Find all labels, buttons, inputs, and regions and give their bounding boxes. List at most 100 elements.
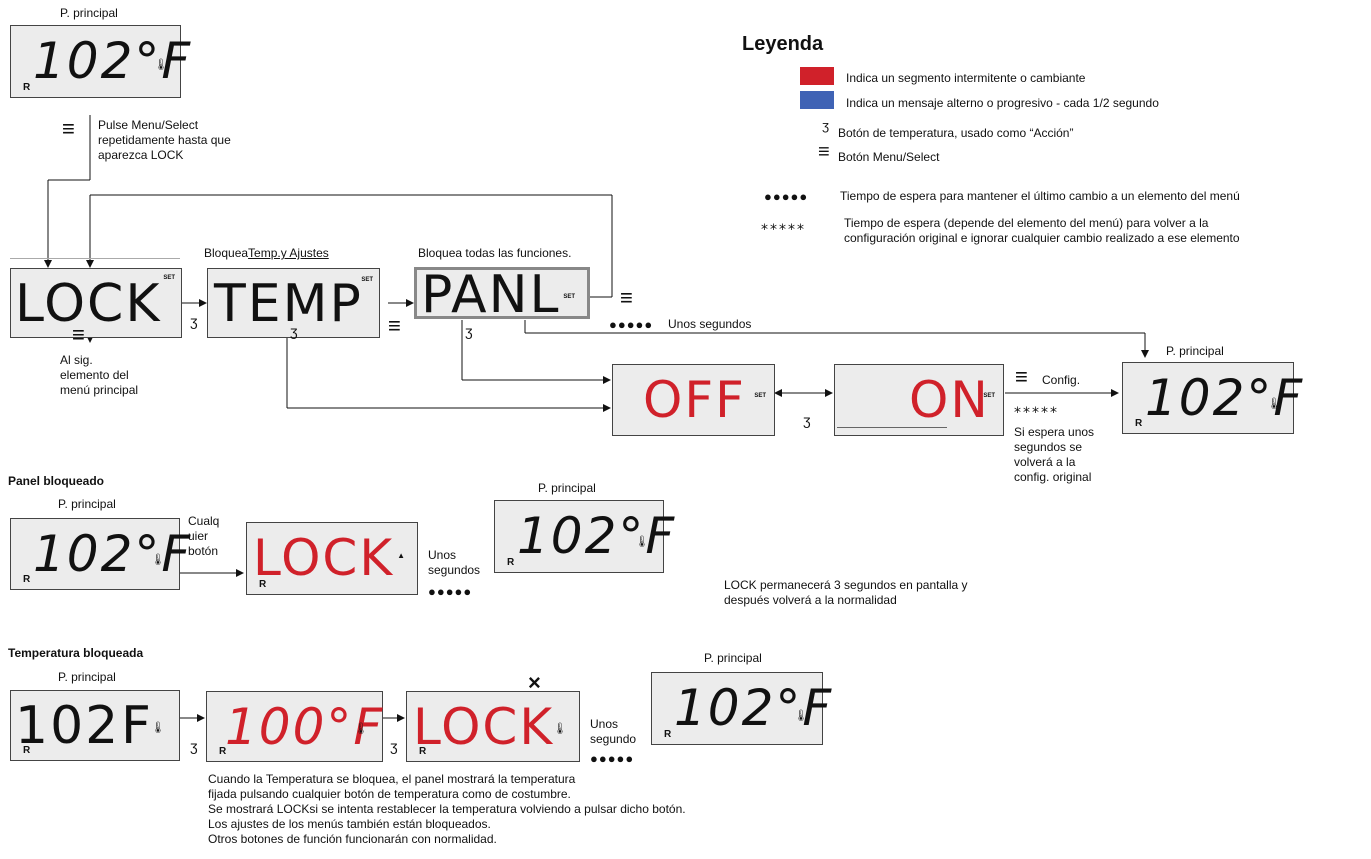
- legend-title: Leyenda: [742, 33, 824, 55]
- temp-button-icon: ʒ: [465, 323, 473, 339]
- wait-caption: Unos segundos: [428, 548, 481, 577]
- lcd-temp-readout: 102°F: [33, 32, 193, 90]
- menu-select-icon: ≡: [388, 313, 401, 338]
- temp-button-icon: ʒ: [822, 118, 830, 133]
- temp-button-icon: ʒ: [290, 323, 298, 339]
- off-text: OFF: [643, 371, 746, 429]
- panl-caption: Bloquea todas las funciones.: [418, 246, 572, 260]
- lcd-temp-readout: 102°F: [674, 679, 834, 737]
- thermometer-icon: 🌡: [635, 536, 649, 548]
- menu-select-icon: ≡: [1015, 364, 1028, 389]
- wait-caption: Unos segundo: [590, 717, 637, 746]
- wait-label: Unos segundos: [668, 317, 752, 331]
- next-item-caption: Al sig. elemento del menú principal: [60, 353, 139, 397]
- temp-caption: BloqueaTemp.y Ajustes: [204, 246, 329, 260]
- lcd-r-indicator: R: [23, 574, 31, 585]
- lcd-panl: PANL SET: [414, 265, 590, 325]
- lcd-lock: LOCK SET: [10, 268, 182, 338]
- menu-select-icon: ≡: [72, 322, 85, 347]
- revert-caption: Si espera unos segundos se volverá a la …: [1014, 425, 1095, 484]
- lcd-off: OFF SET: [612, 364, 775, 436]
- main-display-label-2: P. principal: [538, 481, 596, 495]
- menu-select-icon: ≡: [62, 116, 75, 141]
- main-display-label-2: P. principal: [704, 651, 762, 665]
- legend-red-swatch: [800, 67, 834, 85]
- lcd-temp-readout: 102°F: [1145, 369, 1305, 427]
- lcd-r-indicator: R: [219, 746, 227, 757]
- lock-text: LOCK: [253, 529, 395, 587]
- lcd-r-indicator: R: [23, 745, 31, 756]
- lock-text: LOCK: [15, 274, 162, 334]
- panel-locked-title: Panel bloqueado: [8, 474, 105, 488]
- legend-red-text: Indica un segmento intermitente o cambia…: [846, 71, 1086, 85]
- lcd-r-indicator: R: [23, 82, 31, 93]
- stars-symbol: *****: [1014, 405, 1059, 421]
- legend-blue-text: Indica un mensaje alterno o progresivo -…: [846, 96, 1159, 110]
- temp-text: TEMP: [214, 274, 363, 334]
- lcd-r-indicator: R: [259, 579, 267, 590]
- thermometer-icon: 🌡: [154, 59, 168, 71]
- legend-stars-text: Tiempo de espera (depende del elemento d…: [844, 216, 1240, 245]
- main-display-label: P. principal: [58, 670, 116, 684]
- underline: [837, 427, 947, 428]
- legend-blue-swatch: [800, 91, 834, 109]
- temp-button-icon: ʒ: [190, 313, 198, 329]
- on-text: ON: [909, 371, 990, 429]
- temp-button-icon: ʒ: [190, 738, 198, 754]
- main-display-label: P. principal: [60, 6, 118, 20]
- thermometer-icon: 🌡: [553, 723, 567, 735]
- menu-select-icon: ≡: [620, 285, 633, 310]
- lcd-temp-readout: 102°F: [33, 525, 193, 583]
- lcd-right-main: 102°F R 🌡: [1122, 362, 1302, 434]
- dots-symbol: ●●●●●: [764, 189, 809, 204]
- set-indicator: SET: [754, 393, 766, 399]
- legend-dots-text: Tiempo de espera para mantener el último…: [840, 189, 1240, 203]
- menu-instruction: Pulse Menu/Select repetidamente hasta qu…: [98, 118, 231, 162]
- right-main-label: P. principal: [1166, 344, 1224, 358]
- lcd-temp-readout: 102°F: [517, 507, 677, 565]
- lcd-on: ON SET: [834, 364, 1004, 436]
- thermometer-icon: 🌡: [1267, 398, 1281, 410]
- temp-button-icon: ʒ: [390, 738, 398, 754]
- dots-symbol: ●●●●●: [590, 751, 635, 766]
- thermometer-icon: 🌡: [151, 722, 165, 734]
- set-indicator: SET: [361, 277, 373, 283]
- set-indicator: SET: [163, 275, 175, 281]
- thermometer-icon: 🌡: [794, 710, 808, 722]
- lcd-r-indicator: R: [507, 557, 515, 568]
- lcd-lock-red: LOCK R ▲: [246, 522, 418, 595]
- lcd-r-indicator: R: [664, 729, 672, 740]
- lcd-main-display: 102°F R 🌡: [10, 25, 190, 98]
- panl-text: PANL: [421, 265, 561, 325]
- up-arrow-icon: ▲: [397, 551, 405, 560]
- menu-select-icon: ≡: [818, 141, 830, 163]
- temp-locked-note: Cuando la Temperatura se bloquea, el pan…: [208, 772, 686, 846]
- set-indicator: SET: [983, 393, 995, 399]
- divider-line: [10, 258, 180, 259]
- panel-locked-note: LOCK permanecerá 3 segundos en pantalla …: [724, 578, 968, 607]
- lock-text: LOCK: [413, 698, 555, 756]
- main-display-label: P. principal: [58, 497, 116, 511]
- lcd-temp: TEMP SET: [207, 268, 380, 338]
- temp-locked-title: Temperatura bloqueada: [8, 646, 144, 660]
- lcd-set-temp: 100°F R 🌡: [206, 691, 383, 762]
- lcd-lock-red: LOCK R 🌡: [406, 691, 580, 762]
- dots-symbol: ●●●●●: [428, 584, 473, 599]
- legend-temp-button-text: Botón de temperatura, usado como “Acción…: [838, 126, 1074, 140]
- thermometer-icon: 🌡: [354, 723, 368, 735]
- dots-symbol: ●●●●●: [609, 317, 654, 332]
- plain-temp: 102: [15, 696, 121, 756]
- lcd-main-display: 102°F R 🌡: [651, 672, 831, 745]
- lcd-r-indicator: R: [1135, 418, 1143, 429]
- legend-menu-button-text: Botón Menu/Select: [838, 150, 940, 164]
- stars-symbol: *****: [761, 222, 806, 238]
- plain-unit: F: [121, 696, 153, 756]
- config-label: Config.: [1042, 373, 1081, 387]
- temp-button-icon: ʒ: [803, 412, 811, 428]
- any-button-caption: Cualq uier botón: [188, 514, 220, 558]
- cross-icon: ×: [528, 670, 541, 695]
- lcd-main-display: 102°F R 🌡: [10, 518, 190, 590]
- lcd-main-display: 102°F R 🌡: [494, 500, 674, 573]
- lcd-r-indicator: R: [419, 746, 427, 757]
